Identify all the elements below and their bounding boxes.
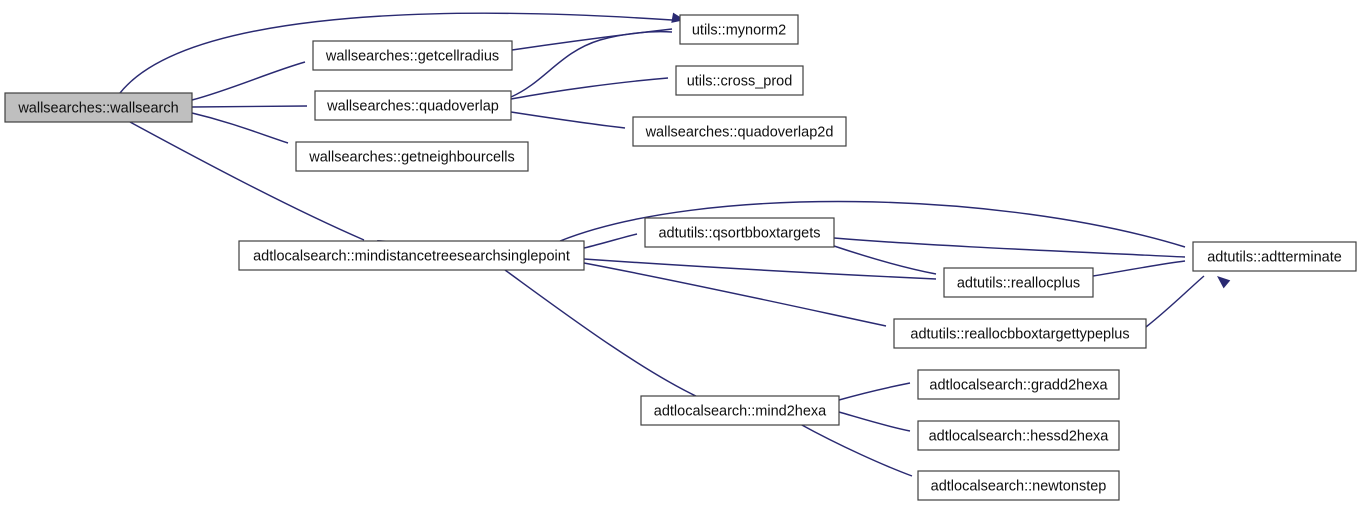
node-box[interactable] — [238, 240, 585, 271]
node-label: wallsearches::getneighbourcells — [308, 149, 515, 165]
node-box[interactable] — [632, 116, 847, 147]
edge-line — [129, 121, 365, 241]
edge-wallsearch-to-quadoverlap — [191, 100, 333, 112]
edge-wallsearch-to-mindistance — [129, 121, 391, 251]
edge-line — [504, 269, 701, 399]
edge-line — [559, 200, 1186, 248]
node-label: adtutils::adtterminate — [1207, 249, 1342, 265]
node-label: wallsearches::getcellradius — [325, 48, 499, 64]
edge-line — [191, 105, 308, 108]
edge-quadoverlap-to-cross_prod — [510, 71, 695, 100]
node-label: adtlocalsearch::hessd2hexa — [929, 428, 1110, 444]
edge-line — [583, 233, 638, 249]
node-box[interactable] — [644, 217, 835, 248]
node-getcellradius[interactable]: wallsearches::getcellradius — [312, 40, 513, 71]
edge-line — [583, 258, 937, 280]
edge-line — [510, 77, 669, 100]
node-label: adtlocalsearch::mind2hexa — [654, 403, 827, 419]
node-label: adtutils::reallocbboxtargettypeplus — [910, 326, 1129, 342]
node-box[interactable] — [679, 14, 799, 45]
node-label: wallsearches::wallsearch — [17, 100, 178, 116]
edge-line — [833, 245, 937, 275]
edge-line — [191, 112, 289, 144]
node-box[interactable] — [917, 369, 1120, 400]
node-label: wallsearches::quadoverlap — [326, 98, 499, 114]
node-mynorm2[interactable]: utils::mynorm2 — [679, 14, 799, 45]
edge-quadoverlap-to-quadoverlap2d — [510, 111, 652, 135]
node-box[interactable] — [312, 40, 513, 71]
edge-mindistance-to-reallocbbox — [583, 262, 913, 334]
node-wallsearch[interactable]: wallsearches::wallsearch — [4, 92, 193, 123]
node-box[interactable] — [917, 470, 1120, 501]
node-label: adtlocalsearch::newtonstep — [931, 478, 1107, 494]
node-box[interactable] — [943, 267, 1094, 298]
node-box[interactable] — [893, 318, 1147, 349]
edge-line — [510, 111, 626, 129]
node-getneighbourcells[interactable]: wallsearches::getneighbourcells — [295, 141, 529, 172]
edge-qsortbbox-to-adtterminate — [833, 237, 1212, 264]
edge-line — [1145, 275, 1205, 328]
node-box[interactable] — [295, 141, 529, 172]
node-cross_prod[interactable]: utils::cross_prod — [675, 65, 804, 96]
node-mind2hexa[interactable]: adtlocalsearch::mind2hexa — [640, 395, 840, 426]
node-adtterminate[interactable]: adtutils::adtterminate — [1192, 241, 1357, 272]
edge-line — [191, 61, 306, 101]
node-mindistance[interactable]: adtlocalsearch::mindistancetreesearchsin… — [238, 240, 585, 271]
edge-line — [833, 237, 1186, 258]
edge-wallsearch-to-getcellradius — [191, 54, 332, 101]
node-label: adtutils::reallocplus — [957, 275, 1080, 291]
node-layer: wallsearches::wallsearchwallsearches::ge… — [4, 14, 1357, 501]
edge-mindistance-to-reallocplus — [583, 258, 963, 286]
edge-line — [119, 12, 673, 94]
node-quadoverlap2d[interactable]: wallsearches::quadoverlap2d — [632, 116, 847, 147]
node-newtonstep[interactable]: adtlocalsearch::newtonstep — [917, 470, 1120, 501]
node-qsortbbox[interactable]: adtutils::qsortbboxtargets — [644, 217, 835, 248]
edge-getcellradius-to-mynorm2 — [511, 22, 699, 51]
edge-line — [1092, 260, 1186, 277]
arrowhead-icon — [1217, 276, 1231, 289]
edge-line — [510, 30, 673, 98]
node-label: utils::mynorm2 — [692, 22, 786, 38]
node-label: wallsearches::quadoverlap2d — [645, 124, 834, 140]
node-label: adtlocalsearch::gradd2hexa — [929, 377, 1108, 393]
node-box[interactable] — [4, 92, 193, 123]
node-label: utils::cross_prod — [687, 73, 793, 89]
node-box[interactable] — [917, 420, 1120, 451]
edge-line — [799, 423, 913, 477]
node-box[interactable] — [675, 65, 804, 96]
node-label: adtlocalsearch::mindistancetreesearchsin… — [253, 248, 570, 264]
edge-line — [838, 382, 911, 401]
edge-line — [838, 411, 911, 432]
node-reallocplus[interactable]: adtutils::reallocplus — [943, 267, 1094, 298]
edge-line — [583, 262, 887, 327]
edge-mindistance-to-mind2hexa — [504, 269, 727, 409]
node-hessd2hexa[interactable]: adtlocalsearch::hessd2hexa — [917, 420, 1120, 451]
node-label: adtutils::qsortbboxtargets — [658, 225, 820, 241]
node-gradd2hexa[interactable]: adtlocalsearch::gradd2hexa — [917, 369, 1120, 400]
edge-reallocbbox-to-adtterminate — [1145, 275, 1231, 328]
node-quadoverlap[interactable]: wallsearches::quadoverlap — [314, 90, 512, 121]
node-reallocbbox[interactable]: adtutils::reallocbboxtargettypeplus — [893, 318, 1147, 349]
node-box[interactable] — [314, 90, 512, 121]
node-box[interactable] — [640, 395, 840, 426]
node-box[interactable] — [1192, 241, 1357, 272]
